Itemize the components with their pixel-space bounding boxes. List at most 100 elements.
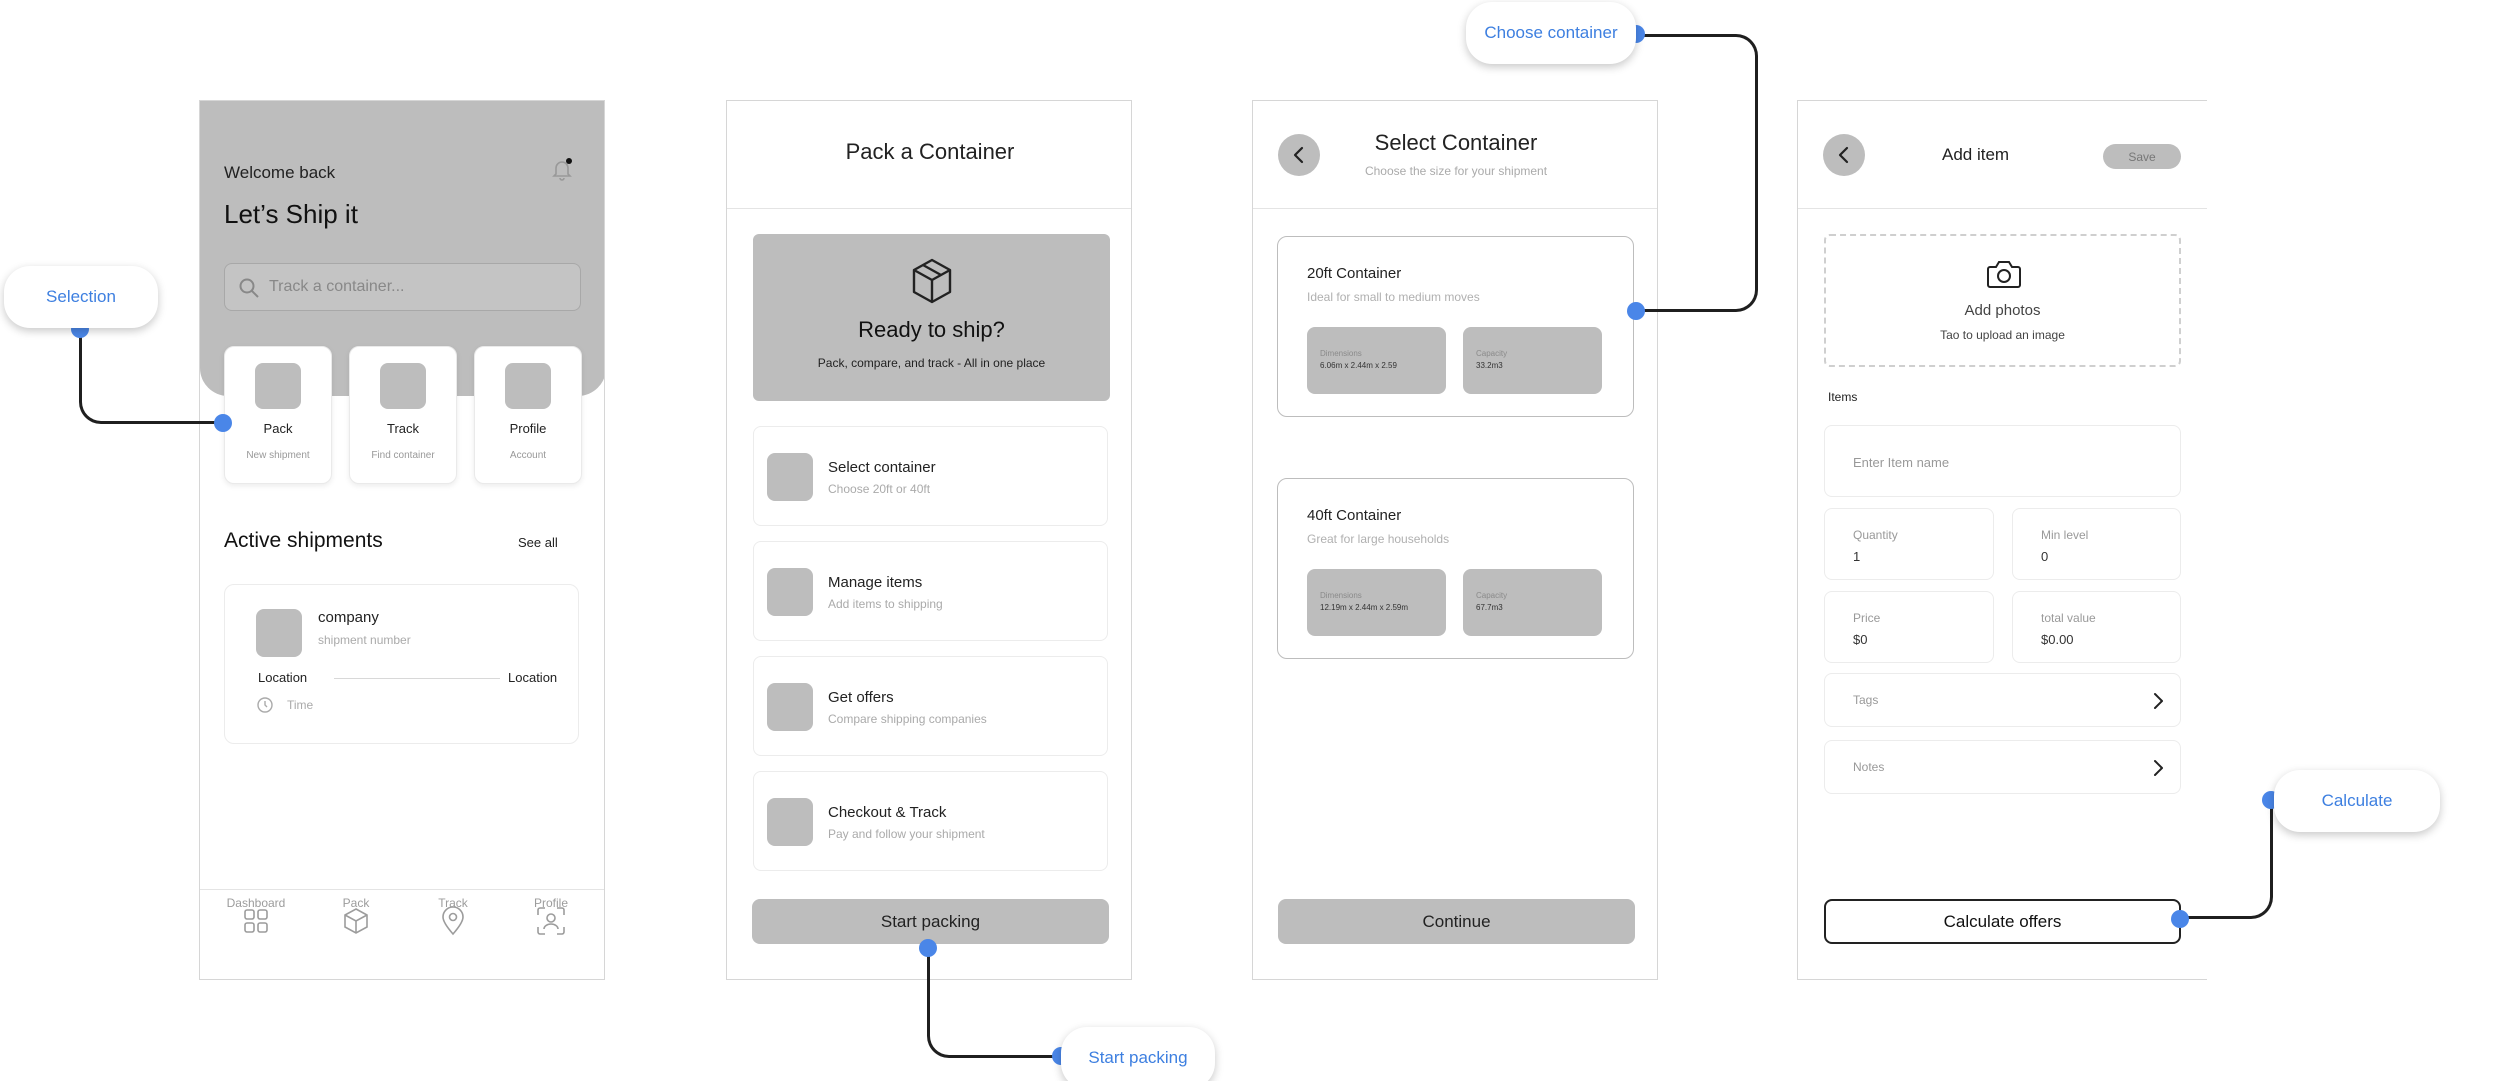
clock-icon (256, 696, 274, 719)
quantity-field[interactable]: Quantity 1 (1824, 508, 1994, 580)
nav-track[interactable]: Track (438, 896, 468, 910)
dimensions-box: Dimensions 6.06m x 2.44m x 2.59 (1307, 327, 1446, 394)
location-pin-icon[interactable] (438, 905, 468, 942)
step-icon (767, 798, 813, 846)
home-screen: Welcome back Let’s Ship it Track a conta… (199, 100, 605, 980)
bell-icon[interactable] (550, 157, 574, 183)
back-button[interactable] (1823, 134, 1865, 176)
tags-row[interactable]: Tags (1824, 673, 2181, 727)
search-input[interactable]: Track a container... (224, 263, 581, 311)
header-divider (1253, 208, 1657, 209)
dimensions-value: 12.19m x 2.44m x 2.59m (1320, 603, 1409, 612)
price-field[interactable]: Price $0 (1824, 591, 1994, 663)
capacity-label: Capacity (1476, 591, 1508, 600)
shipment-time: Time (287, 698, 314, 712)
tile-subtitle: Account (509, 450, 547, 461)
step-subtitle: Add items to shipping (828, 597, 943, 611)
step-icon (767, 568, 813, 616)
select-container-screen: Select Container Choose the size for you… (1252, 100, 1658, 980)
pack-tile[interactable]: Pack New shipment (224, 346, 332, 484)
tags-label: Tags (1853, 693, 1879, 707)
hero-subtitle: Pack, compare, and track - All in one pl… (817, 356, 1046, 370)
nav-dashboard[interactable]: Dashboard (226, 896, 286, 910)
selection-connector (79, 328, 223, 424)
chevron-left-icon (1838, 146, 1849, 164)
see-all-link[interactable]: See all (518, 535, 558, 550)
calculate-offers-button[interactable]: Calculate offers (1824, 899, 2181, 944)
profile-tile[interactable]: Profile Account (474, 346, 582, 484)
container-name: 40ft Container (1307, 507, 1402, 524)
step-select-container[interactable]: Select container Choose 20ft or 40ft (753, 426, 1108, 526)
start-packing-button[interactable]: Start packing (752, 899, 1109, 944)
step-checkout-track[interactable]: Checkout & Track Pay and follow your shi… (753, 771, 1108, 871)
capacity-box: Capacity 33.2m3 (1463, 327, 1602, 394)
tile-title: Profile (509, 421, 547, 436)
capacity-value: 33.2m3 (1476, 361, 1503, 370)
quantity-value: 1 (1853, 549, 1861, 564)
continue-button[interactable]: Continue (1278, 899, 1635, 944)
dimensions-value: 6.06m x 2.44m x 2.59 (1320, 361, 1397, 370)
min-level-value: 0 (2041, 549, 2049, 564)
page-subtitle: Choose the size for your shipment (1364, 164, 1548, 178)
container-description: Great for large households (1307, 532, 1450, 546)
company-name: company (318, 609, 379, 626)
total-value-field[interactable]: total value $0.00 (2012, 591, 2181, 663)
capacity-box: Capacity 67.7m3 (1463, 569, 1602, 636)
choose-container-connector (1636, 34, 1758, 312)
step-title: Manage items (828, 574, 923, 591)
pack-tile-icon (255, 363, 301, 409)
choose-container-callout: Choose container (1466, 2, 1636, 64)
capacity-value: 67.7m3 (1476, 603, 1503, 612)
step-subtitle: Compare shipping companies (828, 712, 987, 726)
company-logo (256, 609, 302, 657)
calculate-end-dot (2171, 910, 2189, 928)
nav-profile[interactable]: Profile (533, 896, 568, 910)
profile-scan-icon[interactable] (535, 905, 567, 942)
chevron-right-icon (2154, 760, 2163, 776)
add-photos-subtitle: Tao to upload an image (1940, 328, 2065, 342)
selection-end-dot (214, 414, 232, 432)
bottom-nav-divider (200, 889, 604, 890)
container-description: Ideal for small to medium moves (1307, 290, 1480, 304)
item-name-input[interactable]: Enter Item name (1824, 425, 2181, 497)
nav-pack[interactable]: Pack (342, 896, 370, 910)
welcome-text: Welcome back (224, 163, 336, 182)
step-get-offers[interactable]: Get offers Compare shipping companies (753, 656, 1108, 756)
dimensions-box: Dimensions 12.19m x 2.44m x 2.59m (1307, 569, 1446, 636)
step-title: Select container (828, 459, 936, 476)
notes-label: Notes (1853, 760, 1885, 774)
track-tile-icon (380, 363, 426, 409)
shipment-number: shipment number (318, 633, 411, 647)
step-icon (767, 683, 813, 731)
min-level-field[interactable]: Min level 0 (2012, 508, 2181, 580)
choose-container-end-dot (1627, 302, 1645, 320)
tile-subtitle: Find container (371, 450, 435, 461)
step-subtitle: Pay and follow your shipment (828, 827, 985, 841)
pack-header: Pack a Container (845, 139, 1015, 164)
photo-upload-area[interactable]: Add photos Tao to upload an image (1824, 234, 2181, 367)
selection-callout: Selection (4, 266, 158, 328)
dimensions-label: Dimensions (1320, 591, 1362, 600)
item-name-placeholder: Enter Item name (1853, 455, 1950, 470)
step-manage-items[interactable]: Manage items Add items to shipping (753, 541, 1108, 641)
container-option-40ft[interactable]: 40ft Container Great for large household… (1277, 478, 1634, 659)
origin-location: Location (258, 670, 308, 685)
total-value-value: $0.00 (2041, 632, 2074, 647)
box-icon (910, 257, 954, 310)
hero-title: Ready to ship? (858, 317, 1005, 342)
track-tile[interactable]: Track Find container (349, 346, 457, 484)
capacity-label: Capacity (1476, 349, 1508, 358)
step-title: Get offers (828, 689, 894, 706)
dashboard-icon[interactable] (242, 907, 270, 940)
hero-card: Ready to ship? Pack, compare, and track … (753, 234, 1110, 401)
save-button[interactable]: Save (2103, 144, 2181, 169)
container-option-20ft[interactable]: 20ft Container Ideal for small to medium… (1277, 236, 1634, 417)
shipment-card[interactable]: company shipment number Location Locatio… (224, 584, 579, 744)
destination-location: Location (508, 670, 558, 685)
pack-nav-icon[interactable] (341, 906, 371, 941)
start-packing-callout: Start packing (1061, 1027, 1215, 1081)
search-icon (238, 277, 260, 304)
back-button[interactable] (1278, 134, 1320, 176)
price-value: $0 (1853, 632, 1868, 647)
notes-row[interactable]: Notes (1824, 740, 2181, 794)
